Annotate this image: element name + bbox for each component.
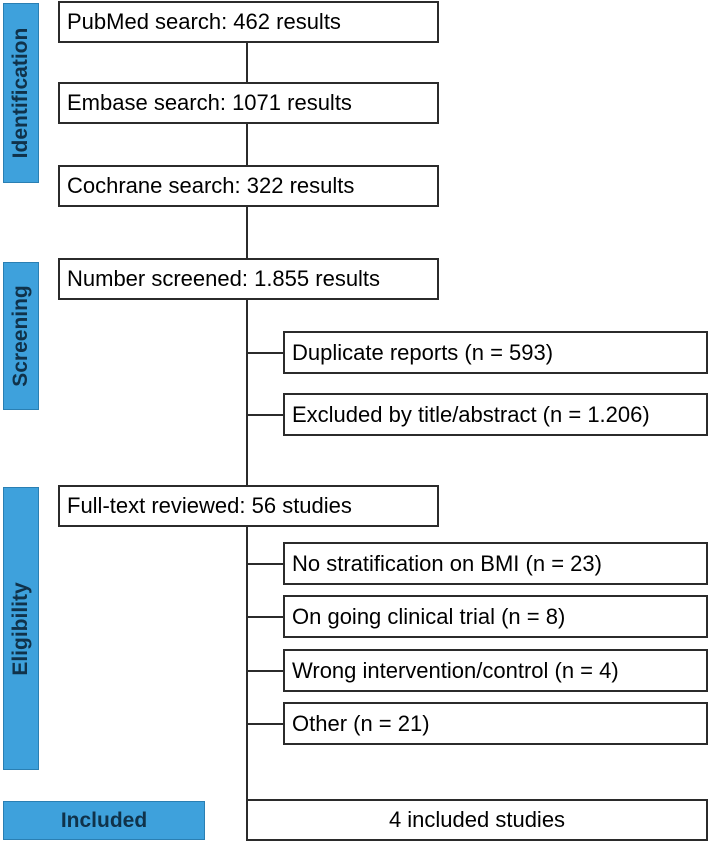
box-number-screened: Number screened: 1.855 results [58,258,439,300]
connector-main-5 [246,525,248,799]
phase-identification: Identification [3,3,39,183]
box-included-studies: 4 included studies [246,799,708,841]
phase-eligibility: Eligibility [3,487,39,770]
phase-eligibility-label: Eligibility [9,581,32,676]
box-exclusion-no-stratification: No stratification on BMI (n = 23) [283,542,708,585]
phase-screening-label: Screening [9,285,32,387]
branch-other [246,723,283,725]
box-exclusion-ongoing-trial: On going clinical trial (n = 8) [283,595,708,638]
included-studies-text: 4 included studies [388,807,566,832]
phase-included: Included [3,801,205,840]
full-text-reviewed-text: Full-text reviewed: 56 studies [67,493,352,518]
connector-main-4 [246,300,248,487]
connector-main-3 [246,206,248,258]
phase-included-label: Included [60,808,148,832]
cochrane-search-text: Cochrane search: 322 results [67,173,355,198]
box-exclusion-other: Other (n = 21) [283,702,708,745]
box-duplicate-reports: Duplicate reports (n = 593) [283,331,708,374]
exclusion-wrong-intervention-text: Wrong intervention/control (n = 4) [292,657,619,683]
branch-no-stratification [246,563,283,565]
connector-main-2 [246,123,248,166]
box-pubmed-search: PubMed search: 462 results [58,1,439,43]
branch-excluded-title [246,414,283,416]
connector-main-1 [246,42,248,83]
excluded-title-abstract-text: Excluded by title/abstract (n = 1.206) [292,401,650,427]
box-full-text-reviewed: Full-text reviewed: 56 studies [58,485,439,527]
box-cochrane-search: Cochrane search: 322 results [58,165,439,207]
branch-wrong-intervention [246,670,283,672]
number-screened-text: Number screened: 1.855 results [67,266,381,291]
box-embase-search: Embase search: 1071 results [58,82,439,124]
phase-identification-label: Identification [9,27,32,159]
box-excluded-title-abstract: Excluded by title/abstract (n = 1.206) [283,393,708,436]
branch-ongoing-trial [246,616,283,618]
exclusion-ongoing-trial-text: On going clinical trial (n = 8) [292,603,566,629]
exclusion-other-text: Other (n = 21) [292,710,430,736]
embase-search-text: Embase search: 1071 results [67,90,352,115]
branch-duplicates [246,352,283,354]
pubmed-search-text: PubMed search: 462 results [67,9,341,34]
exclusion-no-stratification-text: No stratification on BMI (n = 23) [292,550,602,576]
phase-screening: Screening [3,262,39,410]
box-exclusion-wrong-intervention: Wrong intervention/control (n = 4) [283,649,708,692]
duplicate-reports-text: Duplicate reports (n = 593) [292,339,554,365]
